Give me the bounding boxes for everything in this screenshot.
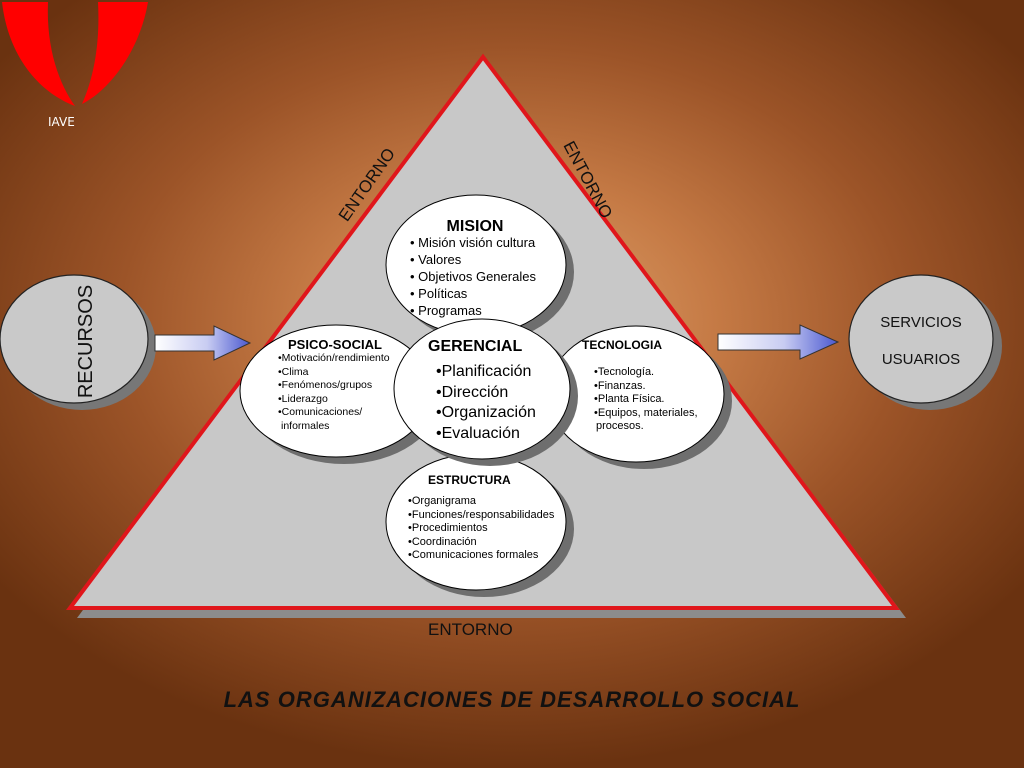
servicios-text: SERVICIOS USUARIOS	[856, 314, 986, 368]
list-item: •Fenómenos/grupos	[278, 379, 373, 391]
logo-label: IAVE	[48, 115, 75, 129]
list-item: •Tecnología.	[594, 366, 655, 378]
arrow-servicios	[717, 324, 840, 360]
list-item: procesos.	[596, 420, 644, 432]
list-item: • Políticas	[410, 286, 468, 301]
estructura-content: ESTRUCTURA •Organigrama •Funciones/respo…	[408, 473, 578, 563]
list-item: informales	[281, 419, 330, 432]
psicosocial-content: PSICO-SOCIAL •Motivación/rendimiento •Cl…	[278, 337, 408, 433]
list-item: •Organización	[436, 404, 536, 421]
tecnologia-title: TECNOLOGIA	[582, 338, 662, 352]
list-item: •Finanzas.	[594, 379, 646, 392]
gerencial-title: GERENCIAL	[428, 338, 523, 355]
list-item: •Coordinación	[408, 535, 477, 548]
gerencial-circle	[393, 318, 571, 460]
usuarios-label: USUARIOS	[881, 351, 961, 368]
iave-logo	[2, 2, 148, 106]
list-item: •Organigrama	[408, 495, 477, 507]
list-item: •Motivación/rendimiento	[278, 352, 390, 364]
mision-list: • Misión visión cultura • Valores • Obje…	[410, 234, 560, 319]
gerencial-content: GERENCIAL •Planificación •Dirección •Org…	[428, 338, 548, 444]
list-item: •Equipos, materiales,	[594, 406, 698, 419]
list-item: •Planta Física.	[594, 393, 665, 405]
estructura-title: ESTRUCTURA	[428, 473, 511, 487]
list-item: •Comunicaciones/	[278, 406, 363, 418]
list-item: •Comunicaciones formales	[408, 549, 539, 561]
list-item: •Procedimientos	[408, 522, 488, 534]
psicosocial-title: PSICO-SOCIAL	[288, 337, 382, 352]
list-item: •Funciones/responsabilidades	[408, 508, 555, 521]
servicios-circle	[848, 274, 994, 404]
list-item: • Programas	[410, 303, 482, 318]
tecnologia-content: TECNOLOGIA •Tecnología. •Finanzas. •Plan…	[582, 338, 712, 434]
list-item: •Planificación	[436, 363, 532, 380]
recursos-circle	[0, 274, 149, 404]
list-item: •Liderazgo	[278, 392, 328, 405]
list-item: • Objetivos Generales	[410, 269, 536, 284]
tecnologia-list: •Tecnología. •Finanzas. •Planta Física. …	[594, 366, 712, 434]
list-item: • Misión visión cultura	[410, 235, 536, 250]
servicios-label: SERVICIOS	[880, 314, 962, 331]
psicosocial-list: •Motivación/rendimiento •Clima •Fenómeno…	[278, 352, 408, 433]
recursos-label: RECURSOS	[75, 284, 98, 399]
mision-content: MISION • Misión visión cultura • Valores…	[410, 218, 560, 319]
gerencial-list: •Planificación •Dirección •Organización …	[436, 362, 548, 444]
mision-title: MISION	[446, 218, 504, 235]
estructura-list: •Organigrama •Funciones/responsabilidade…	[408, 495, 578, 563]
list-item: •Evaluación	[436, 424, 520, 442]
list-item: • Valores	[410, 252, 462, 267]
list-item: •Dirección	[436, 383, 509, 401]
list-item: •Clima	[278, 365, 309, 378]
entorno-bottom-label: ENTORNO	[428, 620, 513, 639]
arrow-recursos	[154, 325, 252, 361]
page-title: LAS ORGANIZACIONES DE DESARROLLO SOCIAL	[223, 687, 801, 712]
